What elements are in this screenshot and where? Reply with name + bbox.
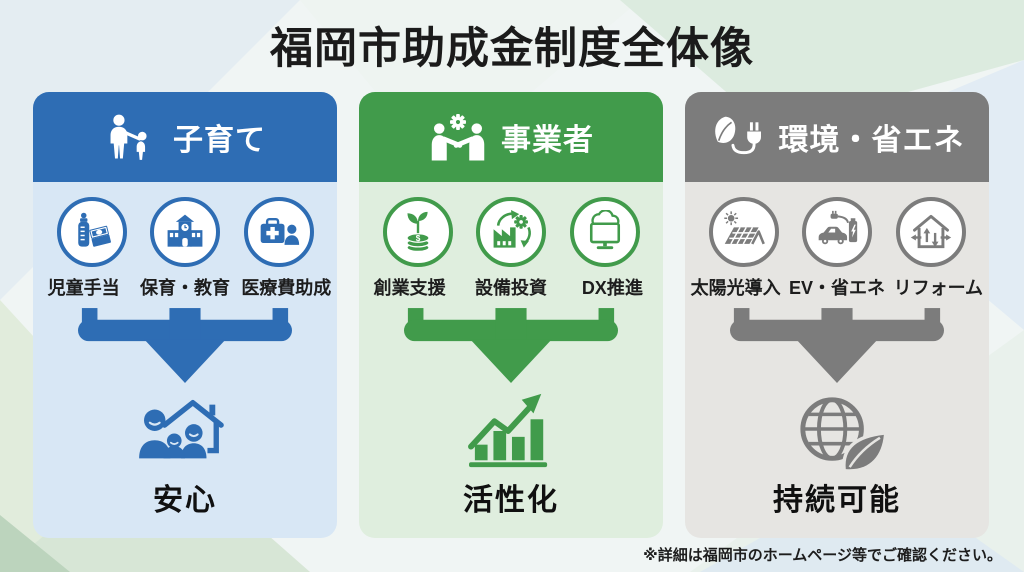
item-label: 太陽光導入: [690, 278, 781, 298]
icon-row: [685, 197, 989, 267]
column-kosodate: 子育て: [33, 92, 337, 538]
growth-chart-icon: [457, 387, 565, 475]
globe-leaf-icon: [783, 387, 891, 475]
solar-panel-icon: [708, 197, 779, 267]
handshake-gear-icon: [428, 113, 488, 161]
column-kankyo: 環境・省エネ: [685, 92, 989, 538]
item-label: 創業支援: [373, 278, 446, 298]
result-label: 持続可能: [773, 484, 901, 517]
baby-bottle-money-icon: [56, 197, 127, 267]
column-body-kosodate: 児童手当 保育・教育 医療費助成: [33, 182, 337, 538]
merge-arrow: [78, 308, 292, 383]
merge-arrow: [404, 308, 618, 383]
page-title: 福岡市助成金制度全体像: [270, 25, 754, 73]
item-label: 児童手当: [47, 278, 120, 298]
result-label: 安心: [153, 484, 217, 517]
leaf-plug-icon: [710, 114, 766, 160]
column-header-label: 事業者: [501, 124, 594, 157]
item-labels: 児童手当 保育・教育 医療費助成: [33, 274, 337, 300]
ev-charging-icon: [802, 197, 872, 267]
factory-gear-icon: [476, 197, 546, 267]
item-labels: 太陽光導入 EV・省エネ リフォーム: [685, 274, 989, 300]
cloud-monitor-icon: [569, 197, 640, 267]
icon-row: $: [359, 197, 663, 267]
medical-kit-icon: [243, 197, 314, 267]
school-icon: [150, 197, 220, 267]
columns: 子育て: [33, 92, 989, 538]
column-header-kankyo: 環境・省エネ: [685, 92, 989, 182]
result-label: 活性化: [463, 484, 559, 517]
footer-note: ※詳細は福岡市のホームページ等でご確認ください。: [643, 547, 1002, 564]
item-label: 設備投資: [474, 278, 547, 298]
money-plant-icon: $: [382, 197, 453, 267]
item-label: リフォーム: [893, 278, 984, 298]
column-header-kosodate: 子育て: [33, 92, 337, 182]
column-header-label: 子育て: [173, 124, 266, 157]
column-body-kankyo: 太陽光導入 EV・省エネ リフォーム: [685, 182, 989, 538]
item-labels: 創業支援 設備投資 DX推進: [359, 274, 663, 300]
column-header-label: 環境・省エネ: [778, 124, 965, 157]
icon-row: [33, 197, 337, 267]
family-home-icon: [131, 387, 239, 475]
house-renovation-icon: [895, 197, 966, 267]
item-label: 保育・教育: [139, 278, 230, 298]
item-label: EV・省エネ: [788, 278, 885, 298]
item-label: DX推進: [581, 278, 643, 298]
svg-text:$: $: [415, 234, 420, 243]
parent-child-icon: [104, 113, 160, 161]
column-header-jigyosha: 事業者: [359, 92, 663, 182]
column-body-jigyosha: $: [359, 182, 663, 538]
column-jigyosha: 事業者 $: [359, 92, 663, 538]
item-label: 医療費助成: [241, 278, 332, 298]
merge-arrow: [730, 308, 944, 383]
